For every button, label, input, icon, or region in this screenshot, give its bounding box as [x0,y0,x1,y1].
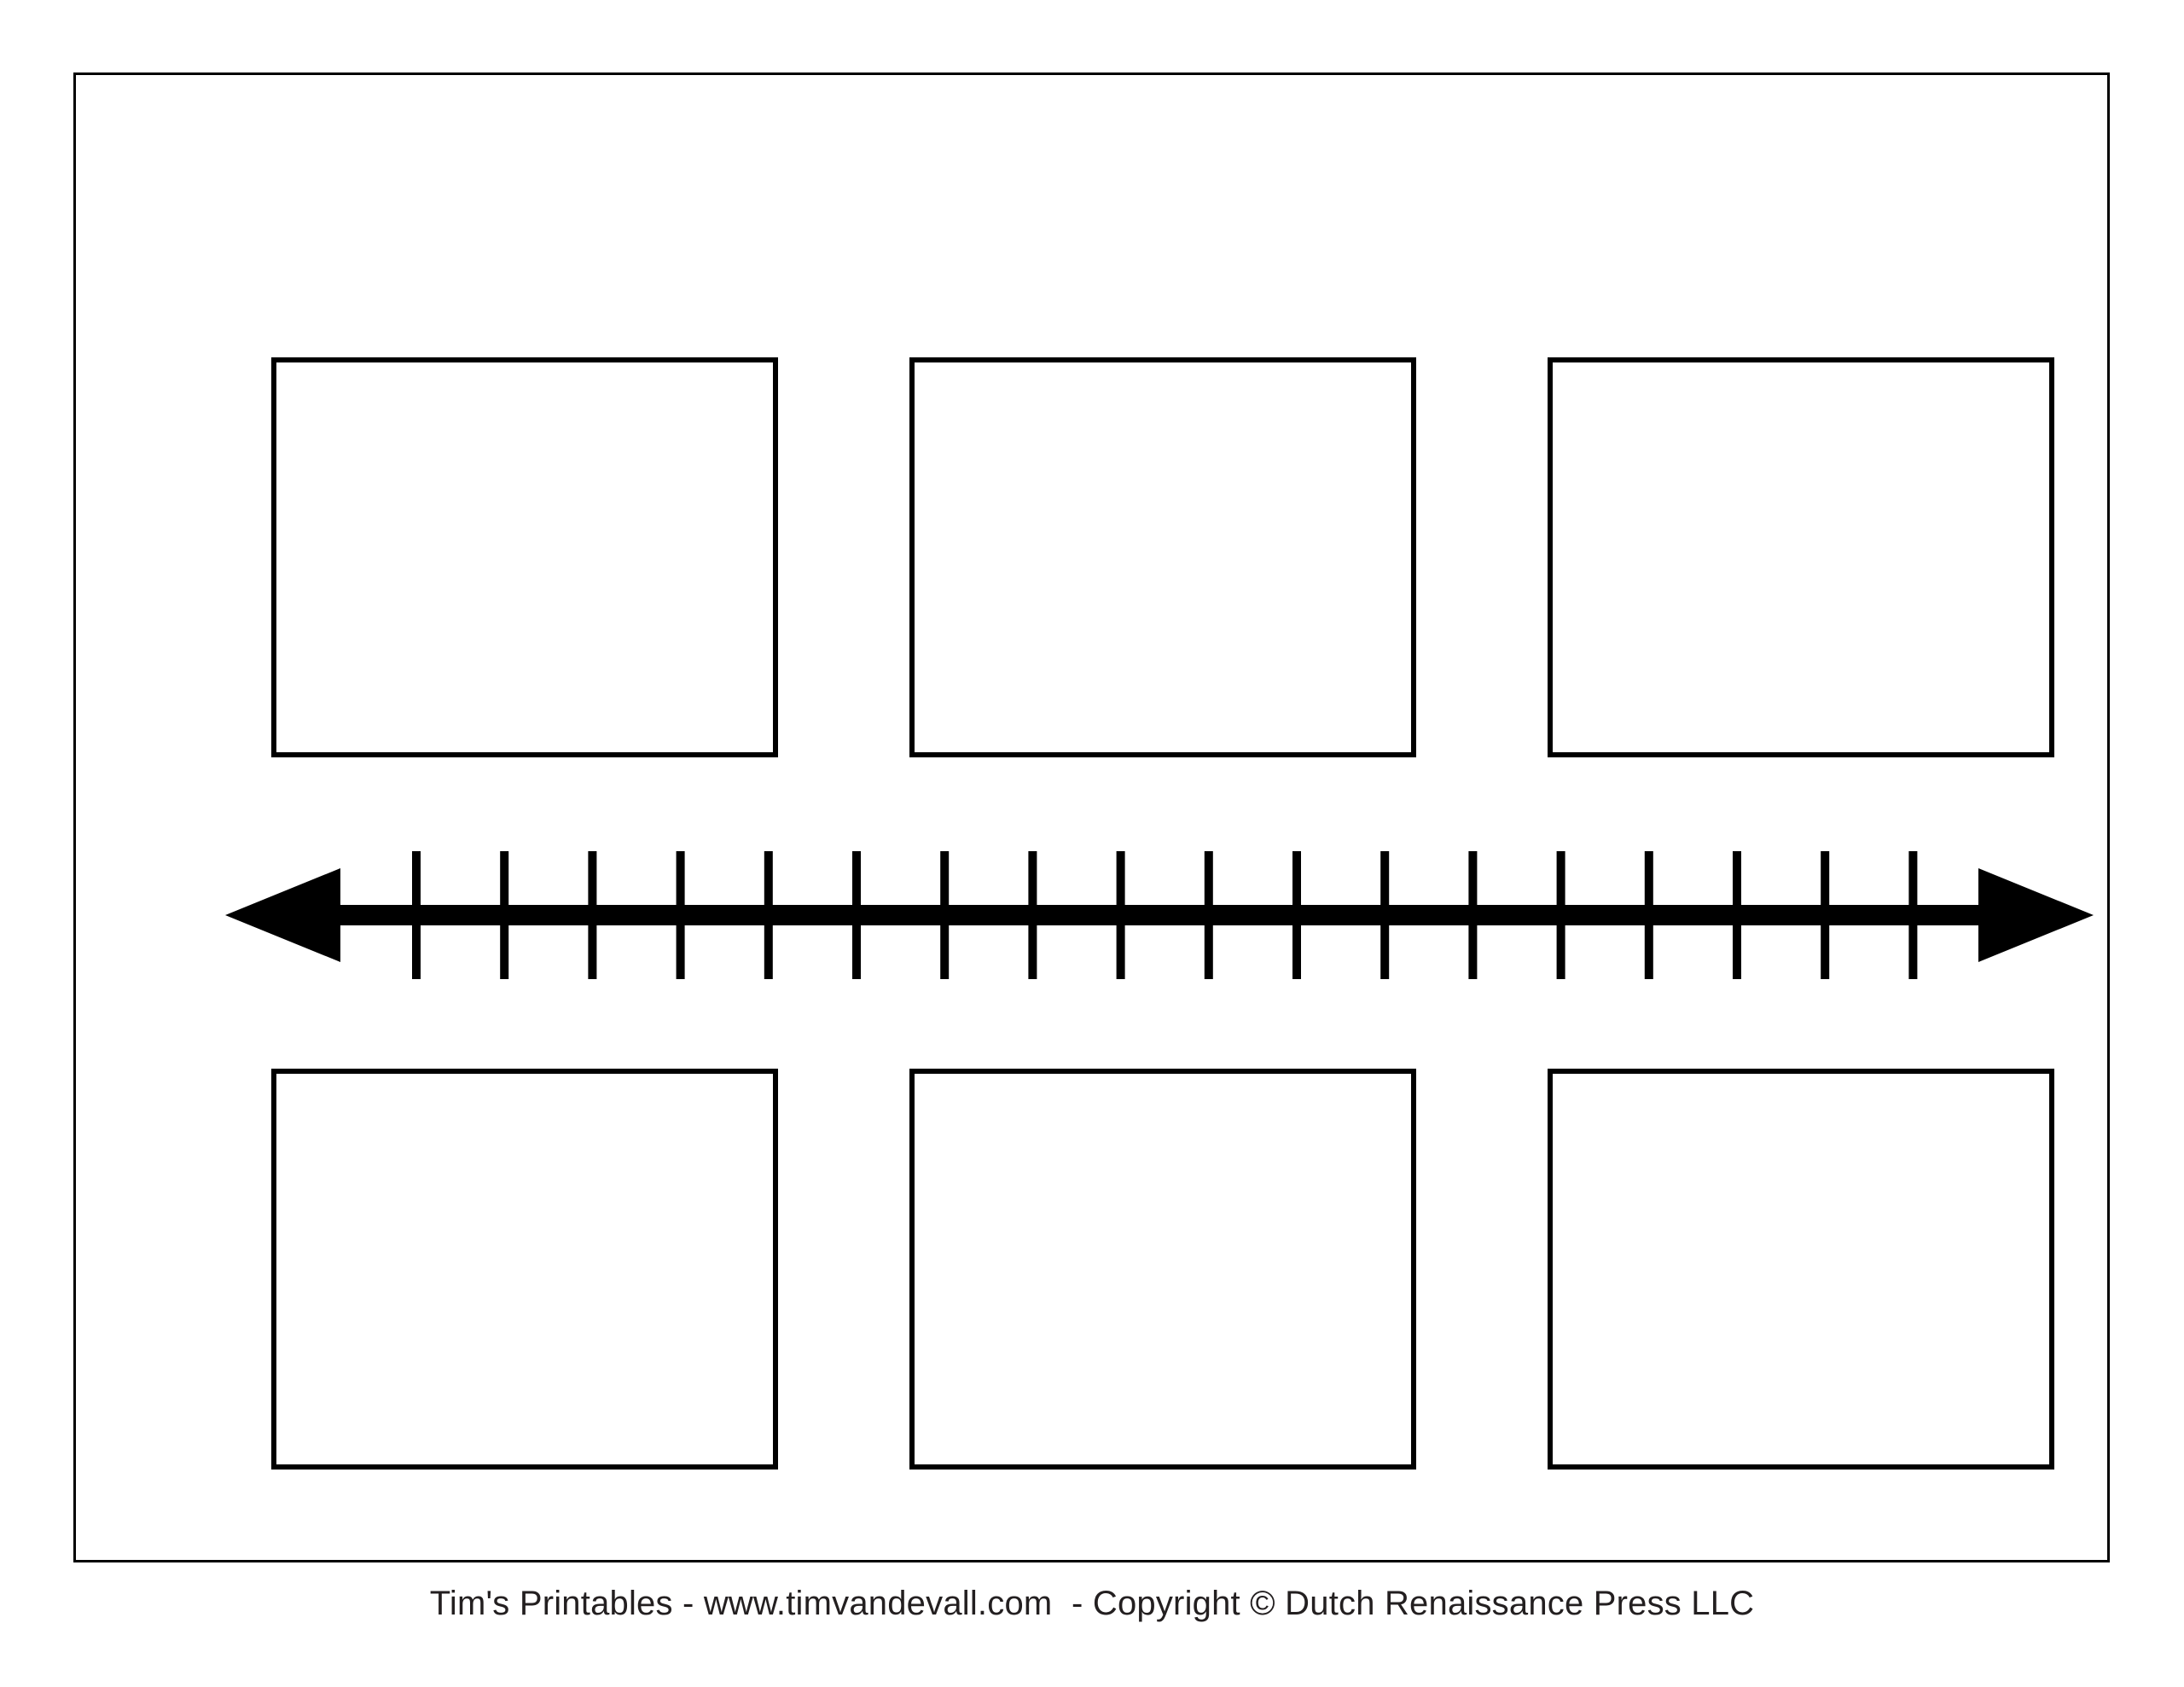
footer-credit-text: Tim's Printables - www.timvandevall.com … [429,1585,1755,1622]
arrow-right-icon [1978,868,2094,962]
picture-box-top-1[interactable] [271,357,778,757]
number-line-graphic [225,851,2094,979]
axis-arrow-group [225,868,2094,962]
picture-box-bottom-3[interactable] [1548,1069,2054,1470]
picture-box-bottom-2[interactable] [909,1069,1416,1470]
arrow-left-icon [225,868,340,962]
picture-box-top-2[interactable] [909,357,1416,757]
timeline-number-line[interactable] [76,826,2184,1005]
page-border-frame [73,72,2110,1562]
axis-shaft [285,905,2034,925]
picture-box-bottom-1[interactable] [271,1069,778,1470]
picture-box-top-3[interactable] [1548,357,2054,757]
